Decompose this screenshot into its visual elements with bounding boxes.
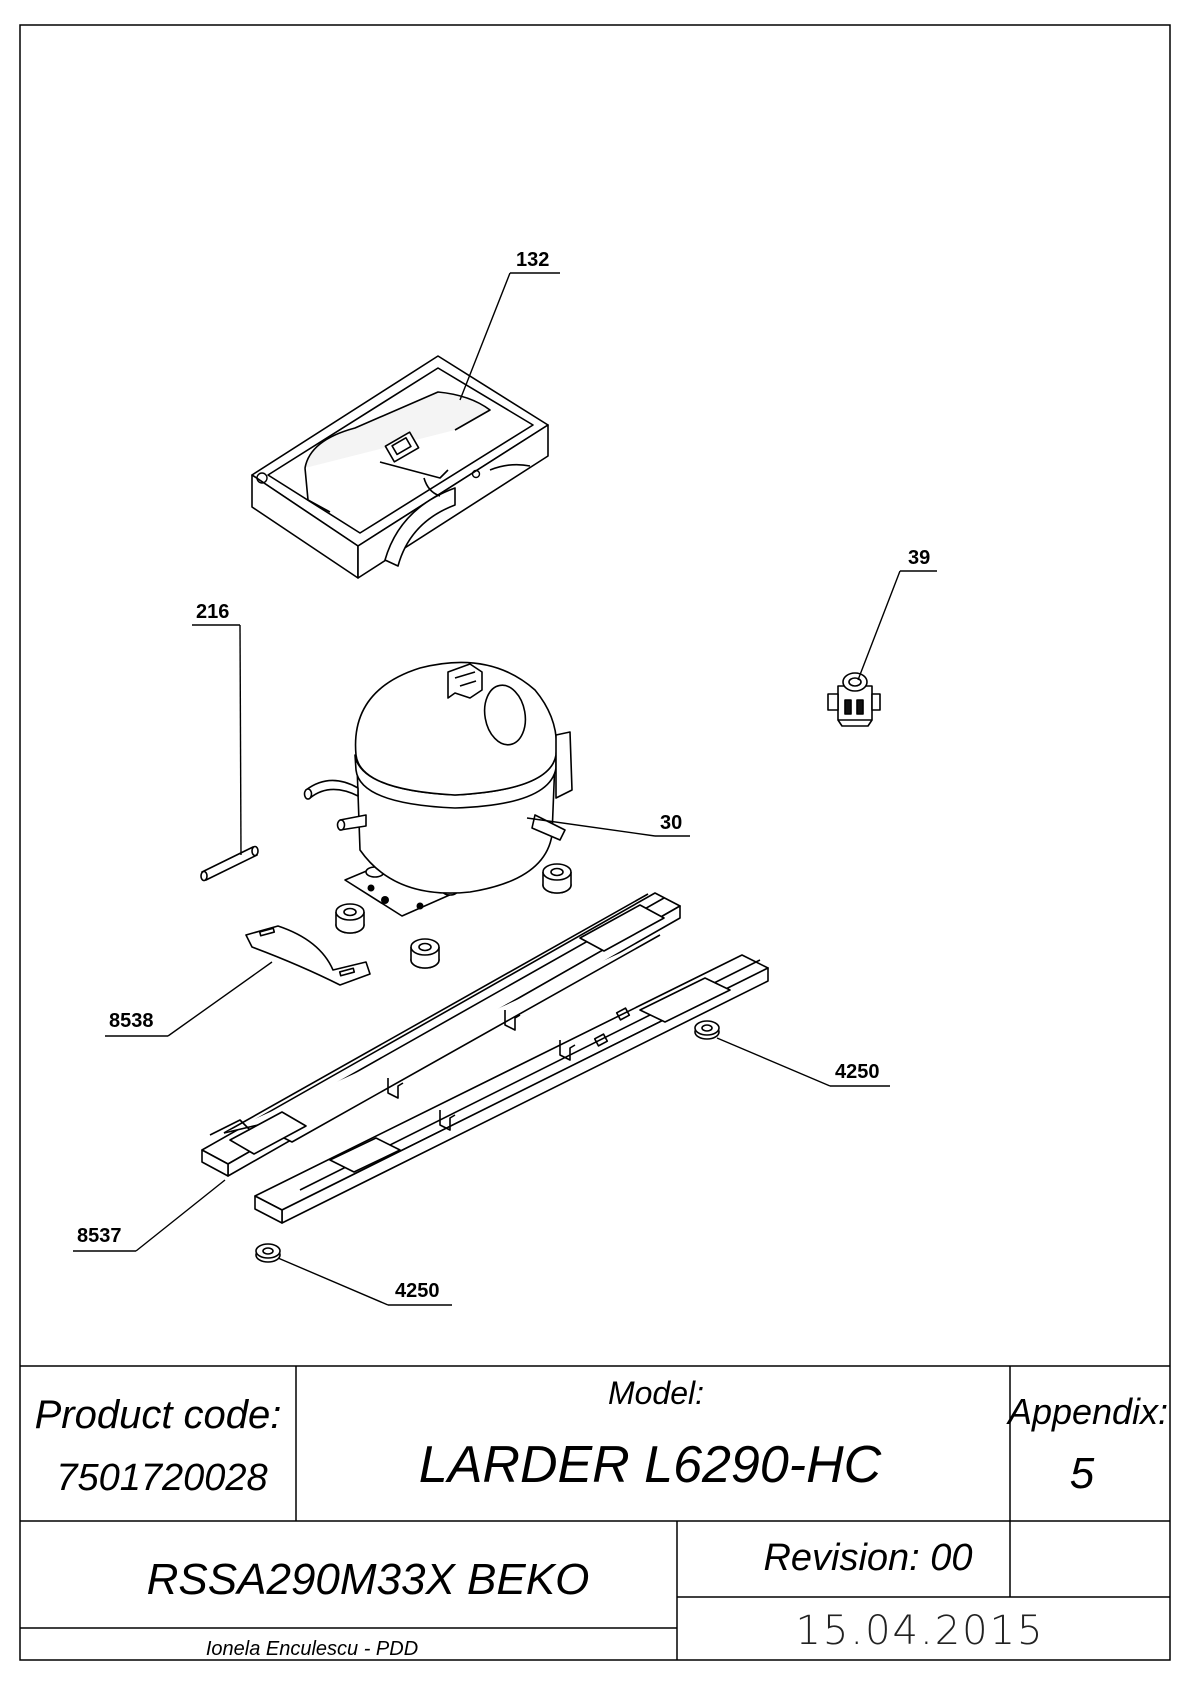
sheet-border xyxy=(19,24,1171,1661)
appendix-value: 5 xyxy=(1070,1449,1095,1498)
product-code-value: 7501720028 xyxy=(56,1457,267,1499)
callout-4250-b: 4250 xyxy=(277,1257,452,1306)
product-code-label: Product code: xyxy=(35,1393,282,1437)
part-4250-grommet-a xyxy=(694,1020,720,1040)
part-39-relay xyxy=(827,672,881,727)
callout-label: 4250 xyxy=(395,1280,440,1302)
callout-8538: 8538 xyxy=(105,961,273,1037)
variant-text: RSSA290M33X BEKO xyxy=(147,1555,590,1604)
part-216-pin xyxy=(200,845,259,882)
callout-label: 4250 xyxy=(835,1061,880,1083)
part-4250-grommet-b xyxy=(255,1243,281,1263)
callout-30: 30 xyxy=(526,812,690,837)
title-block xyxy=(20,1365,1170,1660)
callout-label: 39 xyxy=(908,547,930,569)
revision-text: Revision: 00 xyxy=(763,1537,972,1579)
callout-8537: 8537 xyxy=(73,1179,226,1252)
grommet-2 xyxy=(335,903,365,934)
model-value: LARDER L6290-HC xyxy=(419,1436,882,1494)
callout-label: 8537 xyxy=(77,1225,122,1247)
part-132-tray xyxy=(251,355,549,579)
callout-39: 39 xyxy=(857,547,937,681)
part-30-compressor xyxy=(303,661,573,917)
callout-label: 216 xyxy=(196,601,229,623)
date-text: 15.04.2015 xyxy=(795,1608,1044,1654)
callout-label: 30 xyxy=(660,812,682,834)
callout-label: 8538 xyxy=(109,1010,154,1032)
callout-4250-a: 4250 xyxy=(716,1037,890,1087)
appendix-label: Appendix: xyxy=(1006,1391,1168,1432)
callout-216: 216 xyxy=(192,601,242,856)
part-8537-rails xyxy=(201,892,769,1224)
grommet-3 xyxy=(410,938,440,969)
part-8538-strap xyxy=(245,925,371,986)
grommet-set xyxy=(335,863,572,969)
author-text: Ionela Enculescu - PDD xyxy=(206,1638,418,1660)
callout-132: 132 xyxy=(459,249,560,401)
model-label: Model: xyxy=(608,1375,704,1411)
grommet-1 xyxy=(542,863,572,894)
callout-label: 132 xyxy=(516,249,549,271)
